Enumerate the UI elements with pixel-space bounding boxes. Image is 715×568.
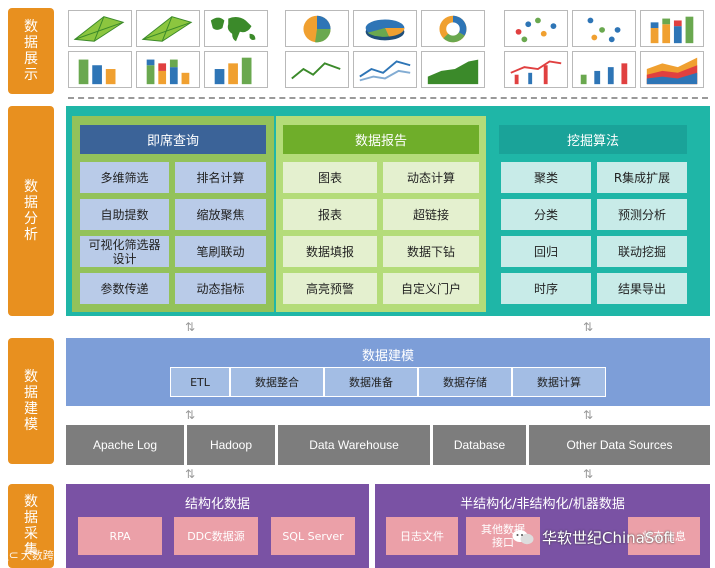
structured-title: 结构化数据 (184, 497, 250, 512)
bar-chart-icon (68, 51, 132, 88)
source-database[interactable]: Database (433, 425, 526, 465)
donut-chart-icon (421, 10, 485, 47)
watermark-logo-icon: ◟⊂ (4, 548, 19, 562)
report-item-highlight-alert[interactable]: 高亮预警 (283, 273, 377, 304)
stacked-area-chart-icon (640, 51, 704, 88)
query-item-rank-calc[interactable]: 排名计算 (175, 162, 266, 193)
area-chart-icon (421, 51, 485, 88)
radar-chart-icon (68, 10, 132, 47)
query-item-zoom-focus[interactable]: 缩放聚焦 (175, 199, 266, 230)
semi-item-status[interactable]: 状态信息 (628, 517, 700, 555)
section-label-display: 数据展示 (8, 8, 54, 94)
modeling-item-etl[interactable]: ETL (170, 367, 230, 397)
mining-item-result-export[interactable]: 结果导出 (597, 273, 687, 304)
mining-item-r-extension[interactable]: R集成扩展 (597, 162, 687, 193)
mining-item-prediction[interactable]: 预测分析 (597, 199, 687, 230)
watermark-left: ◟⊂ 大数跨境 (4, 548, 65, 562)
query-item-param-pass[interactable]: 参数传递 (80, 273, 169, 304)
multi-line-chart-icon (353, 51, 417, 88)
query-item-brush-link[interactable]: 笔刷联动 (175, 236, 266, 267)
report-item-dynamic-calc[interactable]: 动态计算 (383, 162, 479, 193)
structured-item-rpa[interactable]: RPA (78, 517, 162, 555)
world-map-icon (204, 10, 268, 47)
mining-item-linked-mining[interactable]: 联动挖掘 (597, 236, 687, 267)
bar-3d-chart-icon (204, 51, 268, 88)
modeling-item-integration[interactable]: 数据整合 (230, 367, 324, 397)
modeling-item-compute[interactable]: 数据计算 (512, 367, 606, 397)
query-item-visual-filter[interactable]: 可视化筛选器设计 (80, 236, 169, 267)
wechat-icon (512, 529, 534, 545)
semi-title: 半结构化/非结构化/机器数据 (460, 497, 625, 512)
source-apache-log[interactable]: Apache Log (66, 425, 184, 465)
query-item-dynamic-metric[interactable]: 动态指标 (175, 273, 266, 304)
section-label-analysis: 数据分析 (8, 106, 54, 316)
flow-arrow-icon: ⇅ (582, 320, 594, 334)
line-chart-icon (285, 51, 349, 88)
stacked-bar-3d-icon (640, 10, 704, 47)
dashed-separator (68, 97, 708, 99)
scatter-chart-icon (504, 10, 568, 47)
report-item-report[interactable]: 报表 (283, 199, 377, 230)
bubble-chart-icon (572, 10, 636, 47)
flow-arrow-icon: ⇅ (184, 320, 196, 334)
stacked-bar-chart-icon (136, 51, 200, 88)
line-bar-combo-icon (504, 51, 568, 88)
modeling-item-preparation[interactable]: 数据准备 (324, 367, 418, 397)
flow-arrow-icon: ⇅ (582, 467, 594, 481)
report-item-hyperlink[interactable]: 超链接 (383, 199, 479, 230)
semi-item-logfile[interactable]: 日志文件 (386, 517, 458, 555)
mining-item-time-series[interactable]: 时序 (501, 273, 591, 304)
flow-arrow-icon: ⇅ (184, 408, 196, 422)
radar-chart-icon (136, 10, 200, 47)
query-item-multidim-filter[interactable]: 多维筛选 (80, 162, 169, 193)
mining-item-regression[interactable]: 回归 (501, 236, 591, 267)
mining-item-clustering[interactable]: 聚类 (501, 162, 591, 193)
structured-item-ddc[interactable]: DDC数据源 (174, 517, 258, 555)
watermark-right: 华软世纪ChinaSoft (512, 525, 674, 549)
mining-item-classification[interactable]: 分类 (501, 199, 591, 230)
pie-chart-3d-icon (353, 10, 417, 47)
source-hadoop[interactable]: Hadoop (187, 425, 275, 465)
report-item-data-fill[interactable]: 数据填报 (283, 236, 377, 267)
query-item-self-extract[interactable]: 自助提数 (80, 199, 169, 230)
report-header: 数据报告 (283, 125, 479, 154)
modeling-title: 数据建模 (361, 349, 414, 364)
source-other[interactable]: Other Data Sources (529, 425, 710, 465)
source-data-warehouse[interactable]: Data Warehouse (278, 425, 430, 465)
report-item-chart[interactable]: 图表 (283, 162, 377, 193)
flow-arrow-icon: ⇅ (184, 467, 196, 481)
section-label-collection: 数据采集 (8, 484, 54, 568)
dot-bar-combo-icon (572, 51, 636, 88)
mining-header: 挖掘算法 (499, 125, 687, 154)
report-item-drilldown[interactable]: 数据下钻 (383, 236, 479, 267)
modeling-item-storage[interactable]: 数据存储 (418, 367, 512, 397)
pie-chart-icon (285, 10, 349, 47)
flow-arrow-icon: ⇅ (582, 408, 594, 422)
section-label-modeling: 数据建模 (8, 338, 54, 464)
structured-item-sqlserver[interactable]: SQL Server (271, 517, 355, 555)
report-item-custom-portal[interactable]: 自定义门户 (383, 273, 479, 304)
query-header: 即席查询 (80, 125, 266, 154)
